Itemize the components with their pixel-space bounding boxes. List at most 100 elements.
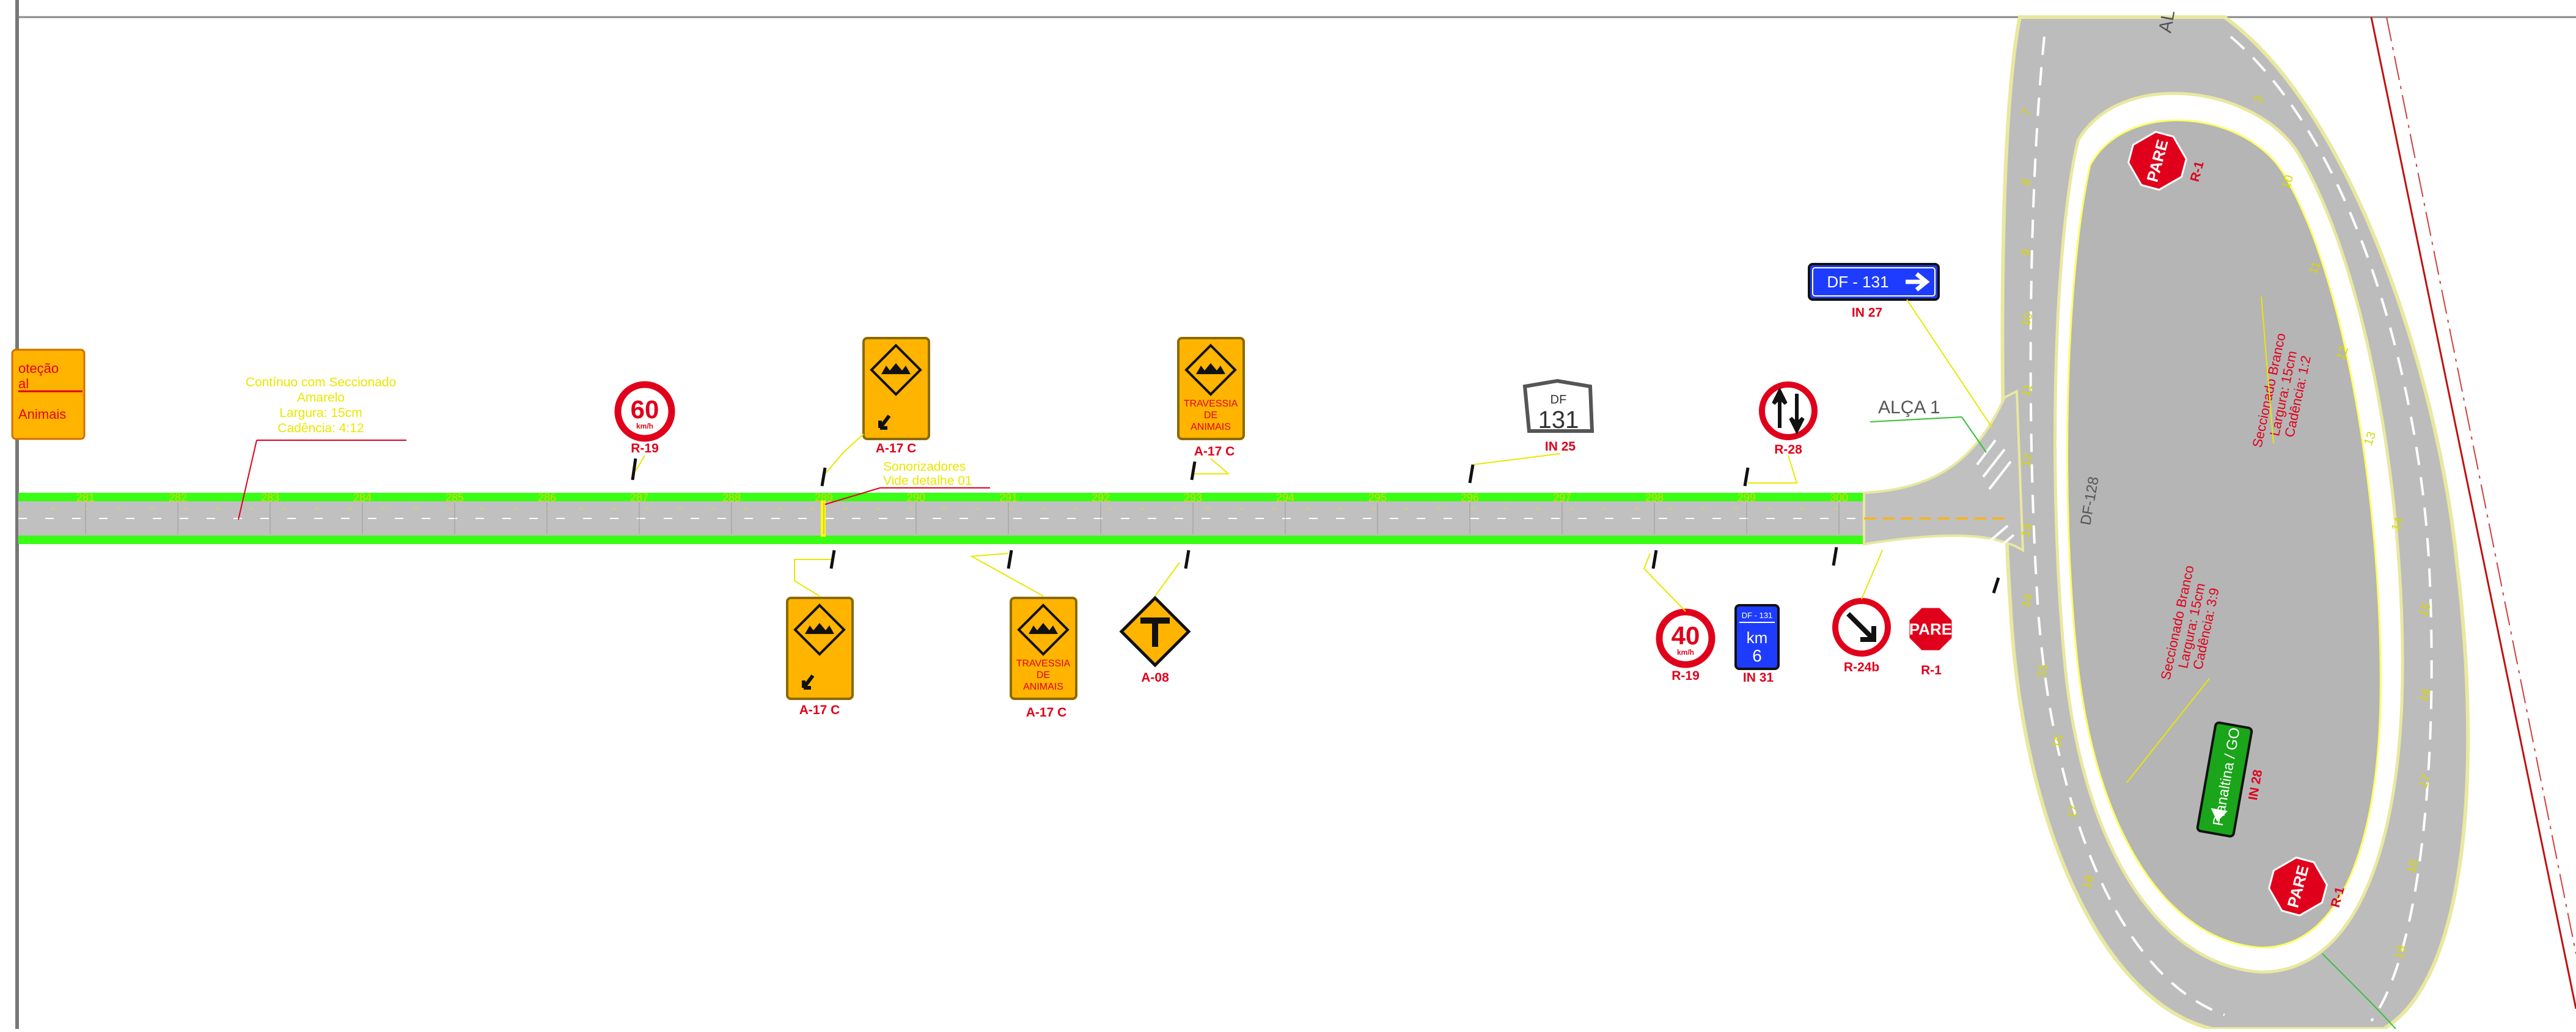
r19-bottom-code: R-19 [1671, 669, 1700, 683]
a17c-top1-code: A-17 C [876, 441, 917, 455]
partial-sign-line-3: Animais [18, 407, 66, 422]
in25-number: 131 [1538, 407, 1579, 433]
partial-sign-line-1: oteção [18, 361, 59, 376]
loop-station-label: 9 [2019, 248, 2034, 257]
r19-top-speed: 60 [631, 395, 659, 424]
partial-sign-animals: oteção al Animais [11, 348, 86, 440]
note-left-line-4: Cadência: 4:12 [277, 421, 364, 435]
boundary-line-red [2370, 17, 2576, 1009]
boundary-line-dashdot [2386, 17, 2576, 954]
station-label: 293 [1184, 492, 1202, 504]
sign-r19-60: 60 km/h R-19 [614, 381, 675, 455]
a17c-bottom2-line-2: DE [1037, 670, 1050, 680]
station-label: 284 [353, 492, 372, 504]
alca-label: ALÇA 1 [1878, 397, 1940, 418]
sign-posts [631, 458, 2000, 594]
station-label: 288 [722, 492, 741, 504]
al-label: AL [2155, 9, 2179, 34]
r24b-code: R-24b [1844, 660, 1879, 674]
station-label: 292 [1092, 492, 1110, 504]
station-label: 298 [1645, 492, 1664, 504]
loop-station-label: 8 [2019, 177, 2034, 187]
note-rumble-line-1: Sonorizadores [883, 460, 966, 474]
in31-code: IN 31 [1743, 671, 1774, 685]
station-label: 283 [261, 492, 279, 504]
station-label: 281 [76, 492, 95, 504]
station-label: 296 [1461, 492, 1479, 504]
station-label: 290 [907, 492, 925, 504]
note-rumble: Sonorizadores Vide detalhe 01 [824, 460, 990, 505]
sign-r28: R-28 [1759, 381, 1818, 457]
loop-note-leader-1 [2261, 296, 2274, 444]
station-label: 299 [1738, 492, 1756, 504]
sign-in27: DF - 131 IN 27 [1808, 263, 1940, 320]
a17c-bottom2-line-3: ANIMAIS [1023, 682, 1063, 692]
partial-sign-line-2: al [18, 376, 29, 391]
sign-in31: DF - 131 km 6 IN 31 [1734, 604, 1780, 685]
r19-bottom-speed: 40 [1671, 621, 1700, 650]
station-label: 295 [1368, 492, 1387, 504]
ramp-connector [1863, 389, 2025, 553]
sign-in28: Planaltina / GO IN 28 [2196, 721, 2265, 838]
r19-top-unit: km/h [636, 422, 653, 430]
shoulder-bottom [18, 536, 1864, 544]
station-label: 287 [630, 492, 648, 504]
station-label: 297 [1553, 492, 1571, 504]
a17c-top2-line-3: ANIMAIS [1191, 422, 1231, 432]
in27-code: IN 27 [1852, 306, 1882, 320]
note-continuous-yellow: Contínuo com Seccionado Amarelo Largura:… [238, 375, 406, 520]
in25-code: IN 25 [1545, 440, 1576, 454]
loop-note-leader-2 [2126, 678, 2210, 783]
a17c-top2-code: A-17 C [1194, 444, 1235, 459]
a17c-top2-line-2: DE [1204, 410, 1217, 421]
note-rumble-line-2: Vide detalhe 01 [883, 474, 972, 488]
in31-km: km [1747, 628, 1768, 647]
station-label: 294 [1276, 492, 1294, 504]
a17c-top2-line-1: TRAVESSIA [1184, 399, 1238, 409]
r1-bottom-code: R-1 [1921, 663, 1942, 677]
sign-in25-shield: DF 131 IN 25 [1522, 378, 1594, 454]
loop-green-line [2322, 953, 2396, 1030]
a17c-bottom2-line-1: TRAVESSIA [1016, 658, 1071, 669]
in31-top: DF - 131 [1742, 611, 1773, 620]
a17c-bottom2-code: A-17 C [1026, 706, 1067, 720]
station-label: 286 [538, 492, 556, 504]
sign-r24b: R-24b [1832, 598, 1891, 674]
interchange-loop [2000, 15, 2470, 1031]
station-label: 289 [815, 492, 833, 504]
r19-bottom-unit: km/h [1677, 648, 1694, 657]
r28-code: R-28 [1774, 443, 1802, 457]
station-labels: 281 282 283 284 285 286 287 288 289 290 291 292 293 2… [76, 492, 1848, 534]
r1-bottom-text: PARE [1909, 620, 1952, 638]
in31-number: 6 [1752, 646, 1762, 665]
main-road [18, 389, 2025, 555]
loop-lane-dashes-left [2029, 36, 2225, 1016]
note-left-line-3: Largura: 15cm [279, 406, 362, 420]
sign-a08: A-08 [1119, 595, 1191, 685]
rumble-strip [821, 500, 826, 537]
loop-island-fill [2066, 119, 2382, 949]
note-left-line-2: Amarelo [297, 391, 345, 405]
station-label: 285 [446, 492, 464, 504]
sign-r19-40: 40 km/h R-19 [1656, 608, 1715, 683]
loop-station-label: 7 [2019, 107, 2034, 117]
shoulder-top [18, 493, 1864, 501]
in27-text: DF - 131 [1827, 273, 1888, 291]
loop-lane-dashes-right [2229, 35, 2433, 1022]
sign-r1-bottom: PARE R-1 [1907, 606, 1954, 677]
sign-leaders [635, 299, 1993, 612]
station-label: 291 [999, 492, 1018, 504]
sign-a17c-bottom-1: A-17 C [786, 597, 854, 717]
a08-code: A-08 [1141, 671, 1169, 685]
sign-a17c-bottom-2: TRAVESSIA DE ANIMAIS A-17 C [1010, 597, 1077, 720]
note-left-line-1: Contínuo com Seccionado [246, 375, 396, 389]
station-label: 282 [169, 492, 187, 504]
station-label: 300 [1830, 492, 1848, 504]
r19-top-code: R-19 [631, 441, 659, 455]
a17c-bottom1-code: A-17 C [799, 703, 840, 717]
gore-hatch [1976, 439, 2015, 555]
label-alca: ALÇA 1 [1870, 397, 1987, 453]
